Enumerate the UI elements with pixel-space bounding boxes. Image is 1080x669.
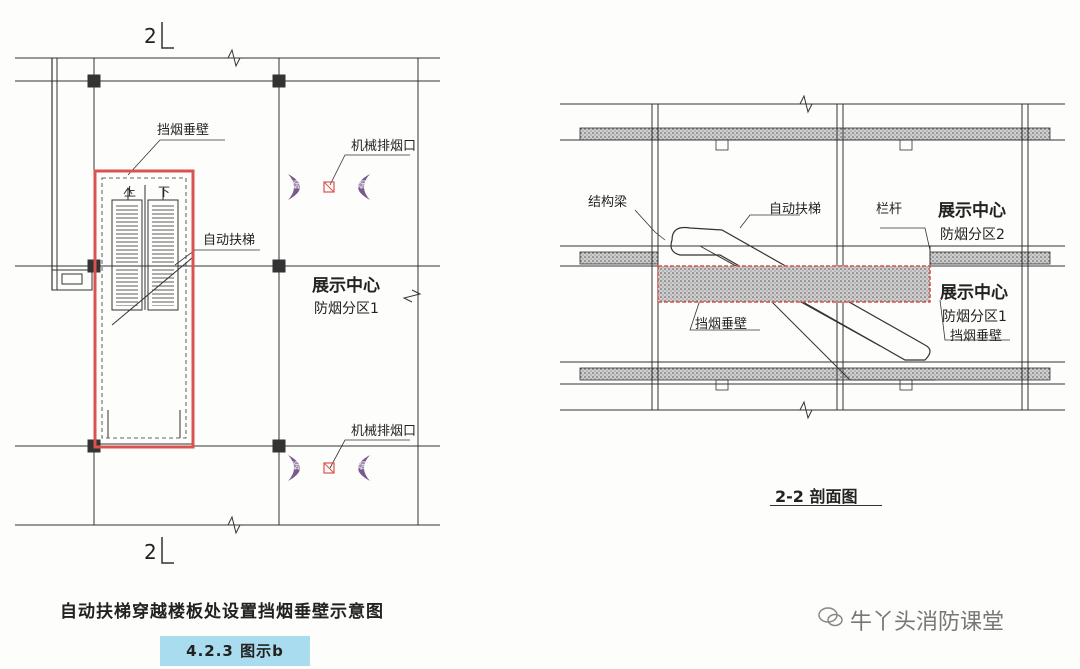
label-section-escalator: 自动扶梯 xyxy=(769,202,822,217)
exhaust-outlet-bottom xyxy=(288,455,370,481)
label-exhibition-center-top: 展示中心 xyxy=(938,201,1006,221)
figure-number-tag: 4.2.3 图示b xyxy=(160,636,310,666)
watermark: 牛丫头消防课堂 xyxy=(850,610,1005,635)
plan-view xyxy=(15,22,440,564)
wechat-icon xyxy=(818,607,843,627)
label-exhibition-center-bottom: 展示中心 xyxy=(940,283,1008,303)
section-view xyxy=(560,94,1065,420)
smoke-glyph-1: 烟 xyxy=(291,181,301,191)
smoke-curtain-outline xyxy=(93,169,195,449)
section-title: 2-2 剖面图 xyxy=(775,487,858,506)
label-escalator: 自动扶梯 xyxy=(203,233,256,248)
label-structural-beam: 结构梁 xyxy=(588,195,628,210)
smoke-glyph-4: 烟 xyxy=(357,462,367,472)
label-mech-exhaust-top: 机械排烟口 xyxy=(351,139,417,154)
label-railing: 栏杆 xyxy=(876,202,903,217)
exhaust-outlet-top xyxy=(288,174,370,200)
figure-caption: 自动扶梯穿越楼板处设置挡烟垂壁示意图 xyxy=(60,602,384,622)
label-smoke-zone-2: 防烟分区2 xyxy=(940,227,1005,243)
label-down: 下 xyxy=(158,185,171,199)
label-smoke-curtain-left: 挡烟垂壁 xyxy=(695,317,748,332)
smoke-glyph-3: 烟 xyxy=(291,462,301,472)
smoke-glyph-2: 烟 xyxy=(357,181,367,191)
label-up: 上 xyxy=(124,185,137,199)
label-section-smoke-zone-1: 防烟分区1 xyxy=(942,309,1007,325)
label-mech-exhaust-bottom: 机械排烟口 xyxy=(351,424,417,439)
section-mark-bottom: 2 xyxy=(144,540,157,564)
section-title-underline xyxy=(770,505,882,506)
smoke-curtain-band xyxy=(657,265,931,303)
label-smoke-curtain-right: 挡烟垂壁 xyxy=(950,329,1003,344)
label-smoke-zone-1: 防烟分区1 xyxy=(314,301,379,317)
section-mark-top: 2 xyxy=(144,24,157,48)
label-smoke-curtain: 挡烟垂壁 xyxy=(157,123,210,138)
label-exhibition-center: 展示中心 xyxy=(312,276,380,296)
